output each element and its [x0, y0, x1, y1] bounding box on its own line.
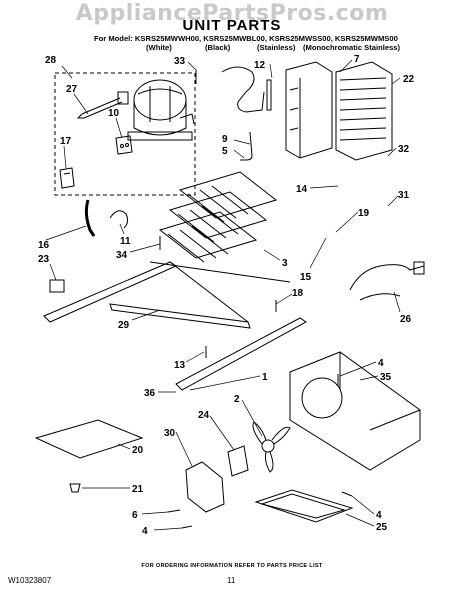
harness-connector-drawing: [413, 261, 425, 275]
watermark: AppliancePartsPros.com: [75, 1, 389, 26]
callout-7: 7: [354, 54, 360, 65]
callout-14: 14: [296, 184, 308, 195]
callout-35: 35: [380, 372, 392, 383]
motor-bracket-drawing: [185, 461, 225, 513]
compressor-group-box: [54, 72, 196, 196]
condenser-coil-drawing: [158, 171, 278, 263]
page-number: 11: [227, 576, 236, 585]
callout-20: 20: [132, 445, 144, 456]
drain-tube-drawing: [221, 66, 265, 113]
color-label-white: (White): [146, 43, 172, 52]
callout-2: 2: [234, 394, 240, 405]
ordering-note: FOR ORDERING INFORMATION REFER TO PARTS …: [141, 563, 323, 569]
fan-motor-drawing: [227, 445, 249, 477]
callout-33: 33: [174, 56, 186, 67]
support-rail-drawing: [175, 317, 307, 391]
callout-15: 15: [300, 272, 312, 283]
callout-9: 9: [222, 134, 228, 145]
callout-24: 24: [198, 410, 210, 421]
callout-21: 21: [132, 484, 144, 495]
callout-34: 34: [116, 250, 128, 261]
document-number: W10323807: [8, 576, 52, 585]
pipe-drawing: [266, 79, 272, 111]
relay-cover-drawing: [59, 167, 75, 189]
access-cover-drawing: [34, 419, 144, 459]
callout-1: 1: [262, 372, 268, 383]
callout-10: 10: [108, 108, 120, 119]
callout-17: 17: [60, 136, 72, 147]
callout-18: 18: [292, 288, 304, 299]
wire-clip-drawing: [109, 210, 129, 229]
tube-bracket-drawing: [240, 131, 253, 161]
start-relay-drawing: [115, 135, 133, 155]
callout-16: 16: [38, 240, 50, 251]
callout-32: 32: [398, 144, 410, 155]
cover-screw-drawing: [69, 483, 81, 493]
callout-leader-lines: [45, 59, 401, 531]
page-title: UNIT PARTS: [182, 17, 282, 34]
callout-11: 11: [120, 236, 131, 247]
callout-19: 19: [358, 208, 370, 219]
callout-13: 13: [174, 360, 186, 371]
color-label-monochromatic: (Monochromatic Stainless): [303, 43, 401, 52]
drain-pan-drawing: [254, 489, 354, 523]
callout-25: 25: [376, 522, 388, 533]
condenser-drawing: [335, 61, 393, 161]
callout-26: 26: [400, 314, 412, 325]
callout-30: 30: [164, 428, 176, 439]
callout-5: 5: [222, 146, 228, 157]
color-label-black: (Black): [205, 43, 231, 52]
compressor-drawing: [127, 79, 195, 141]
fan-shroud-drawing: [289, 351, 421, 471]
callout-22: 22: [403, 74, 415, 85]
callout-4-right: 4: [376, 510, 382, 521]
callout-36: 36: [144, 388, 156, 399]
overload-relay-drawing: [76, 91, 129, 119]
callout-28: 28: [45, 55, 57, 66]
callout-4-top: 4: [378, 358, 384, 369]
screw-drawings: [159, 70, 353, 529]
wiring-harness-drawing: [349, 264, 425, 301]
callout-3: 3: [282, 258, 288, 269]
callout-12: 12: [254, 60, 266, 71]
callout-6: 6: [132, 510, 138, 521]
callout-27: 27: [66, 84, 78, 95]
color-label-stainless: (Stainless): [257, 43, 296, 52]
base-rail-drawing: [43, 261, 291, 329]
callout-29: 29: [118, 320, 130, 331]
model-list: For Model: KSRS25MWWH00, KSRS25MWBL00, K…: [94, 34, 398, 43]
drain-hose-drawing: [84, 199, 96, 237]
evaporator-cover-drawing: [285, 61, 333, 159]
callout-31: 31: [398, 190, 410, 201]
callout-23: 23: [38, 254, 50, 265]
callout-4-bottom: 4: [142, 526, 148, 537]
